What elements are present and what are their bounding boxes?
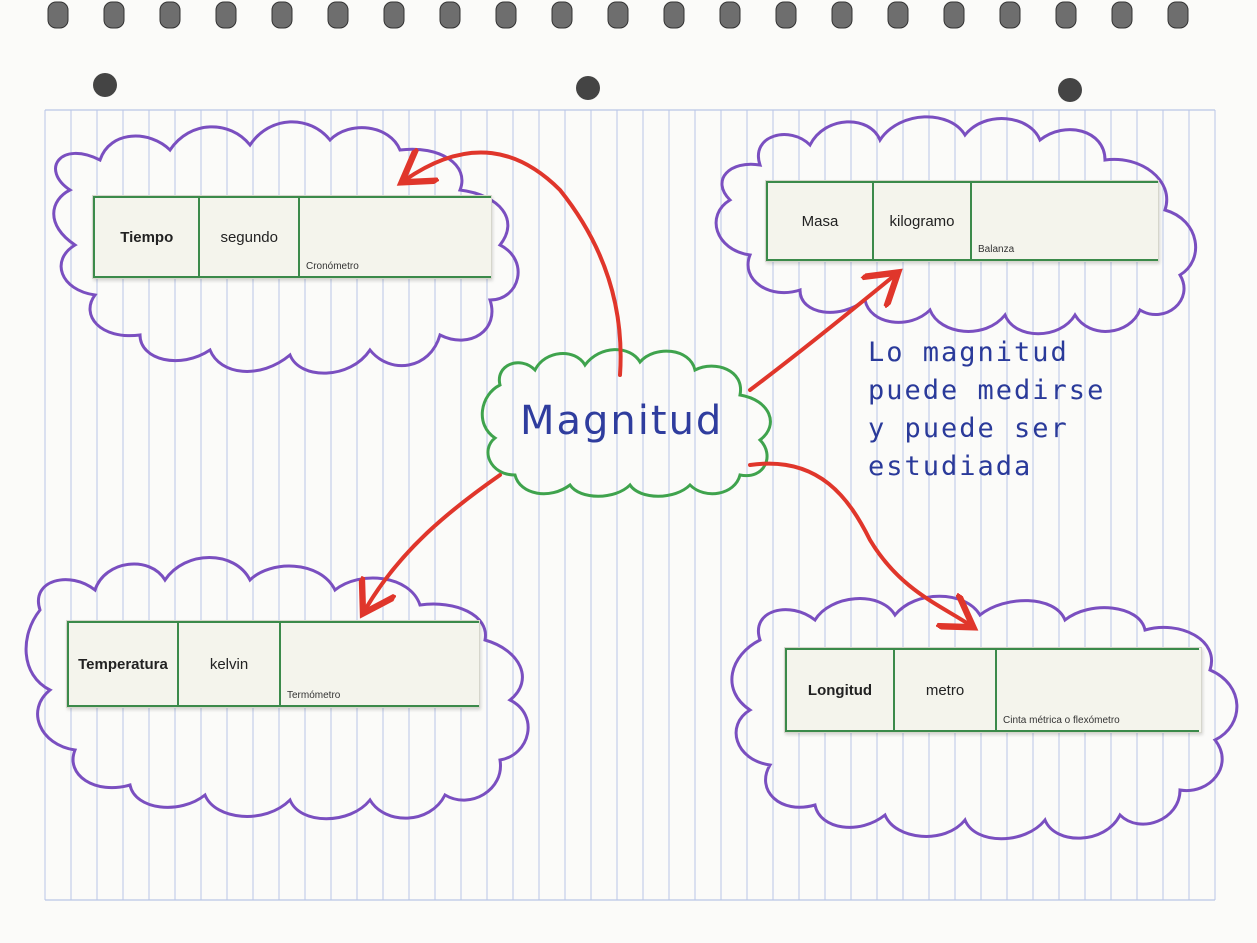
relation-arrows	[365, 152, 970, 625]
spiral-ring	[47, 1, 69, 29]
card-tiempo: Tiempo segundo Cronómetro	[92, 195, 492, 279]
instrument-label: Balanza	[978, 244, 1015, 255]
quantity-label: Tiempo	[93, 196, 201, 278]
spiral-ring	[159, 1, 181, 29]
spiral-ring	[551, 1, 573, 29]
spiral-ring	[327, 1, 349, 29]
spiral-ring	[1111, 1, 1133, 29]
spiral-ring	[271, 1, 293, 29]
arrow-to-tiempo	[405, 152, 623, 377]
center-concept-label: Magnitud	[520, 398, 724, 444]
spiral-ring	[607, 1, 629, 29]
instrument-label: Cinta métrica o flexómetro	[1003, 715, 1120, 726]
quantity-label: Temperatura	[67, 621, 179, 707]
spiral-ring	[831, 1, 853, 29]
cloud-temperatura	[24, 556, 530, 821]
instrument-cell: Termómetro	[281, 621, 479, 707]
spiral-ring	[999, 1, 1021, 29]
unit-label: kilogramo	[874, 181, 972, 261]
spiral-ring	[383, 1, 405, 29]
instrument-label: Cronómetro	[305, 261, 359, 272]
quantity-label: Masa	[766, 181, 874, 261]
spiral-ring	[1055, 1, 1077, 29]
quantity-label: Longitud	[785, 648, 895, 732]
arrow-to-temperatura	[365, 473, 502, 610]
cloud-masa	[714, 115, 1197, 336]
unit-label: segundo	[200, 196, 300, 278]
spiral-ring	[663, 1, 685, 29]
spiral-ring	[943, 1, 965, 29]
unit-label: kelvin	[179, 621, 281, 707]
spiral-ring	[775, 1, 797, 29]
note-line: Lo magnitud	[868, 337, 1069, 368]
instrument-label: Termómetro	[287, 690, 341, 701]
instrument-cell: Cinta métrica o flexómetro	[997, 648, 1199, 732]
handwritten-note: Lo magnitud puede medirse y puede ser es…	[868, 334, 1188, 486]
punch-hole	[93, 73, 117, 97]
spiral-ring	[495, 1, 517, 29]
card-masa: Masa kilogramo Balanza	[765, 180, 1159, 262]
cloud-tiempo	[52, 120, 520, 375]
arrow-to-longitud	[748, 461, 970, 625]
card-longitud: Longitud metro Cinta métrica o flexómetr…	[784, 647, 1202, 733]
spiral-ring	[103, 1, 125, 29]
instrument-cell: Balanza	[972, 181, 1158, 261]
punch-hole	[1058, 78, 1082, 102]
note-line: estudiada	[868, 451, 1033, 482]
spiral-binding	[47, 1, 1189, 102]
spiral-ring	[1167, 1, 1189, 29]
card-temperatura: Temperatura kelvin Termómetro	[66, 620, 480, 708]
spiral-ring	[439, 1, 461, 29]
note-line: y puede ser	[868, 413, 1069, 444]
spiral-ring	[887, 1, 909, 29]
arrow-to-masa	[748, 275, 895, 392]
spiral-ring	[215, 1, 237, 29]
unit-label: metro	[895, 648, 997, 732]
note-line: puede medirse	[868, 375, 1106, 406]
instrument-cell: Cronómetro	[299, 196, 491, 278]
punch-hole	[576, 76, 600, 100]
spiral-ring	[719, 1, 741, 29]
